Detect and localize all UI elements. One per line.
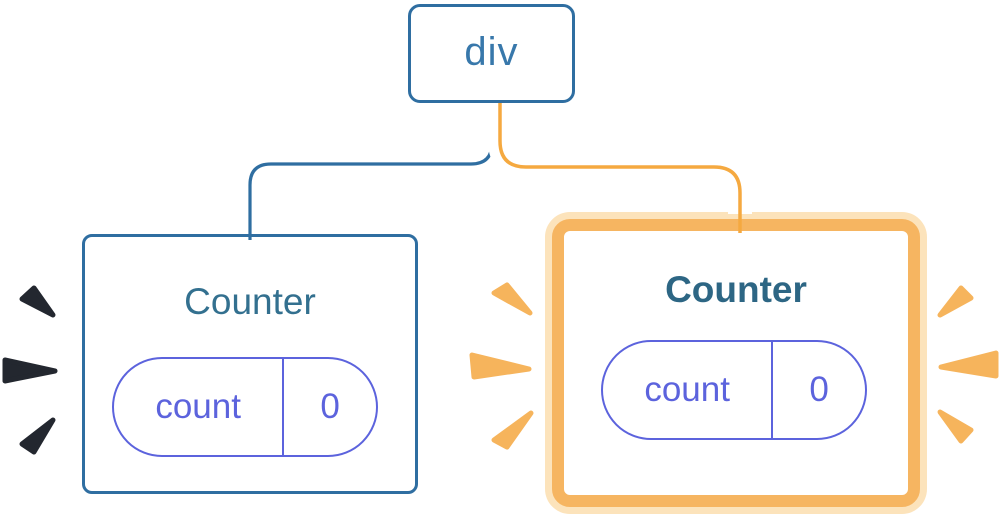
render-spark-icon bbox=[2, 357, 58, 384]
root-node: div bbox=[408, 4, 575, 103]
counter-node-right-highlighted: Counter count 0 bbox=[552, 219, 920, 507]
render-spark-icon bbox=[937, 285, 974, 318]
render-spark-icon bbox=[491, 410, 534, 450]
render-spark-icon bbox=[19, 417, 56, 455]
root-node-label: div bbox=[464, 29, 519, 74]
counter-node-left: Counter count 0 bbox=[82, 234, 418, 494]
state-pill: count 0 bbox=[601, 340, 867, 440]
render-spark-icon bbox=[491, 282, 533, 316]
connector-highlight-casing bbox=[488, 103, 752, 214]
state-pill-value: 0 bbox=[320, 387, 340, 426]
render-spark-icon bbox=[937, 409, 974, 444]
render-spark-icon bbox=[938, 350, 999, 379]
state-pill-value: 0 bbox=[809, 370, 829, 409]
spark-group-right-counter-right bbox=[937, 285, 999, 444]
counter-title: Counter bbox=[184, 281, 316, 322]
spark-group-left-counter bbox=[2, 285, 58, 455]
state-pill: count 0 bbox=[112, 357, 378, 457]
connector-to-left-counter bbox=[248, 103, 494, 240]
state-pill-key: count bbox=[603, 342, 774, 438]
counter-title: Counter bbox=[665, 269, 807, 310]
render-spark-icon bbox=[469, 352, 532, 380]
spark-group-right-counter-left bbox=[469, 282, 534, 450]
state-pill-key: count bbox=[114, 359, 285, 455]
connector-to-right-counter bbox=[498, 103, 742, 233]
render-spark-icon bbox=[19, 285, 56, 318]
